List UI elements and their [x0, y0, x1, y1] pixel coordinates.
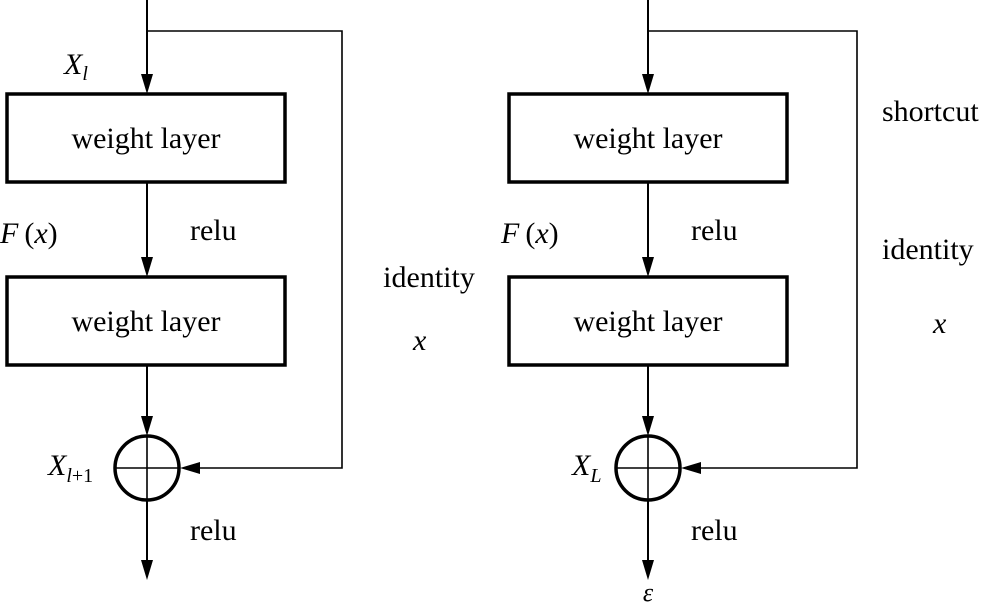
- left-weight-layer-1: weight layer: [5, 92, 287, 184]
- left-to-sum-arrowhead: [141, 416, 153, 436]
- left-weight-layer-2: weight layer: [5, 275, 287, 367]
- right-output-label: ε: [643, 578, 654, 605]
- right-shortcut-path: [648, 30, 858, 469]
- left-output-arrowhead: [141, 560, 153, 580]
- right-relu-2-label: relu: [691, 514, 738, 547]
- left-residual-function-label: F(x): [0, 217, 58, 250]
- left-shortcut-arrowhead: [180, 462, 200, 474]
- right-output-arrowhead: [642, 560, 654, 580]
- left-sum-label: Xl+1: [47, 449, 93, 487]
- right-weight-layer-2-label: weight layer: [573, 305, 722, 338]
- right-sum-node-plus-icon: [614, 434, 682, 502]
- left-sum-node-plus-icon: [113, 434, 181, 502]
- left-shortcut-identity-label: identity: [383, 261, 475, 294]
- left-residual-block: Xl weight layer F(x) relu weight layer X…: [0, 0, 343, 580]
- left-input-label: Xl: [63, 48, 88, 85]
- left-mid-arrowhead: [141, 257, 153, 277]
- left-shortcut-x-label: x: [412, 324, 427, 357]
- left-shortcut-path: [147, 30, 343, 469]
- right-weight-layer-1: weight layer: [507, 92, 789, 184]
- right-mid-arrowhead: [642, 257, 654, 277]
- right-shortcut-title-label: shortcut: [882, 95, 979, 128]
- right-weight-layer-2: weight layer: [507, 275, 789, 367]
- right-to-sum-arrowhead: [642, 416, 654, 436]
- left-input-arrowhead: [141, 74, 153, 94]
- right-weight-layer-1-label: weight layer: [573, 122, 722, 155]
- left-relu-1-label: relu: [190, 214, 237, 247]
- left-relu-2-label: relu: [190, 514, 237, 547]
- right-residual-block: weight layer F(x) relu weight layer XL r…: [500, 0, 858, 605]
- left-weight-layer-2-label: weight layer: [71, 305, 220, 338]
- right-shortcut-arrowhead: [681, 462, 701, 474]
- left-weight-layer-1-label: weight layer: [71, 122, 220, 155]
- right-sum-label: XL: [571, 449, 601, 487]
- right-shortcut-identity-label: identity: [882, 233, 974, 266]
- right-input-arrowhead: [642, 74, 654, 94]
- right-residual-function-label: F(x): [500, 217, 559, 250]
- right-relu-1-label: relu: [691, 214, 738, 247]
- right-shortcut-x-label: x: [932, 307, 947, 340]
